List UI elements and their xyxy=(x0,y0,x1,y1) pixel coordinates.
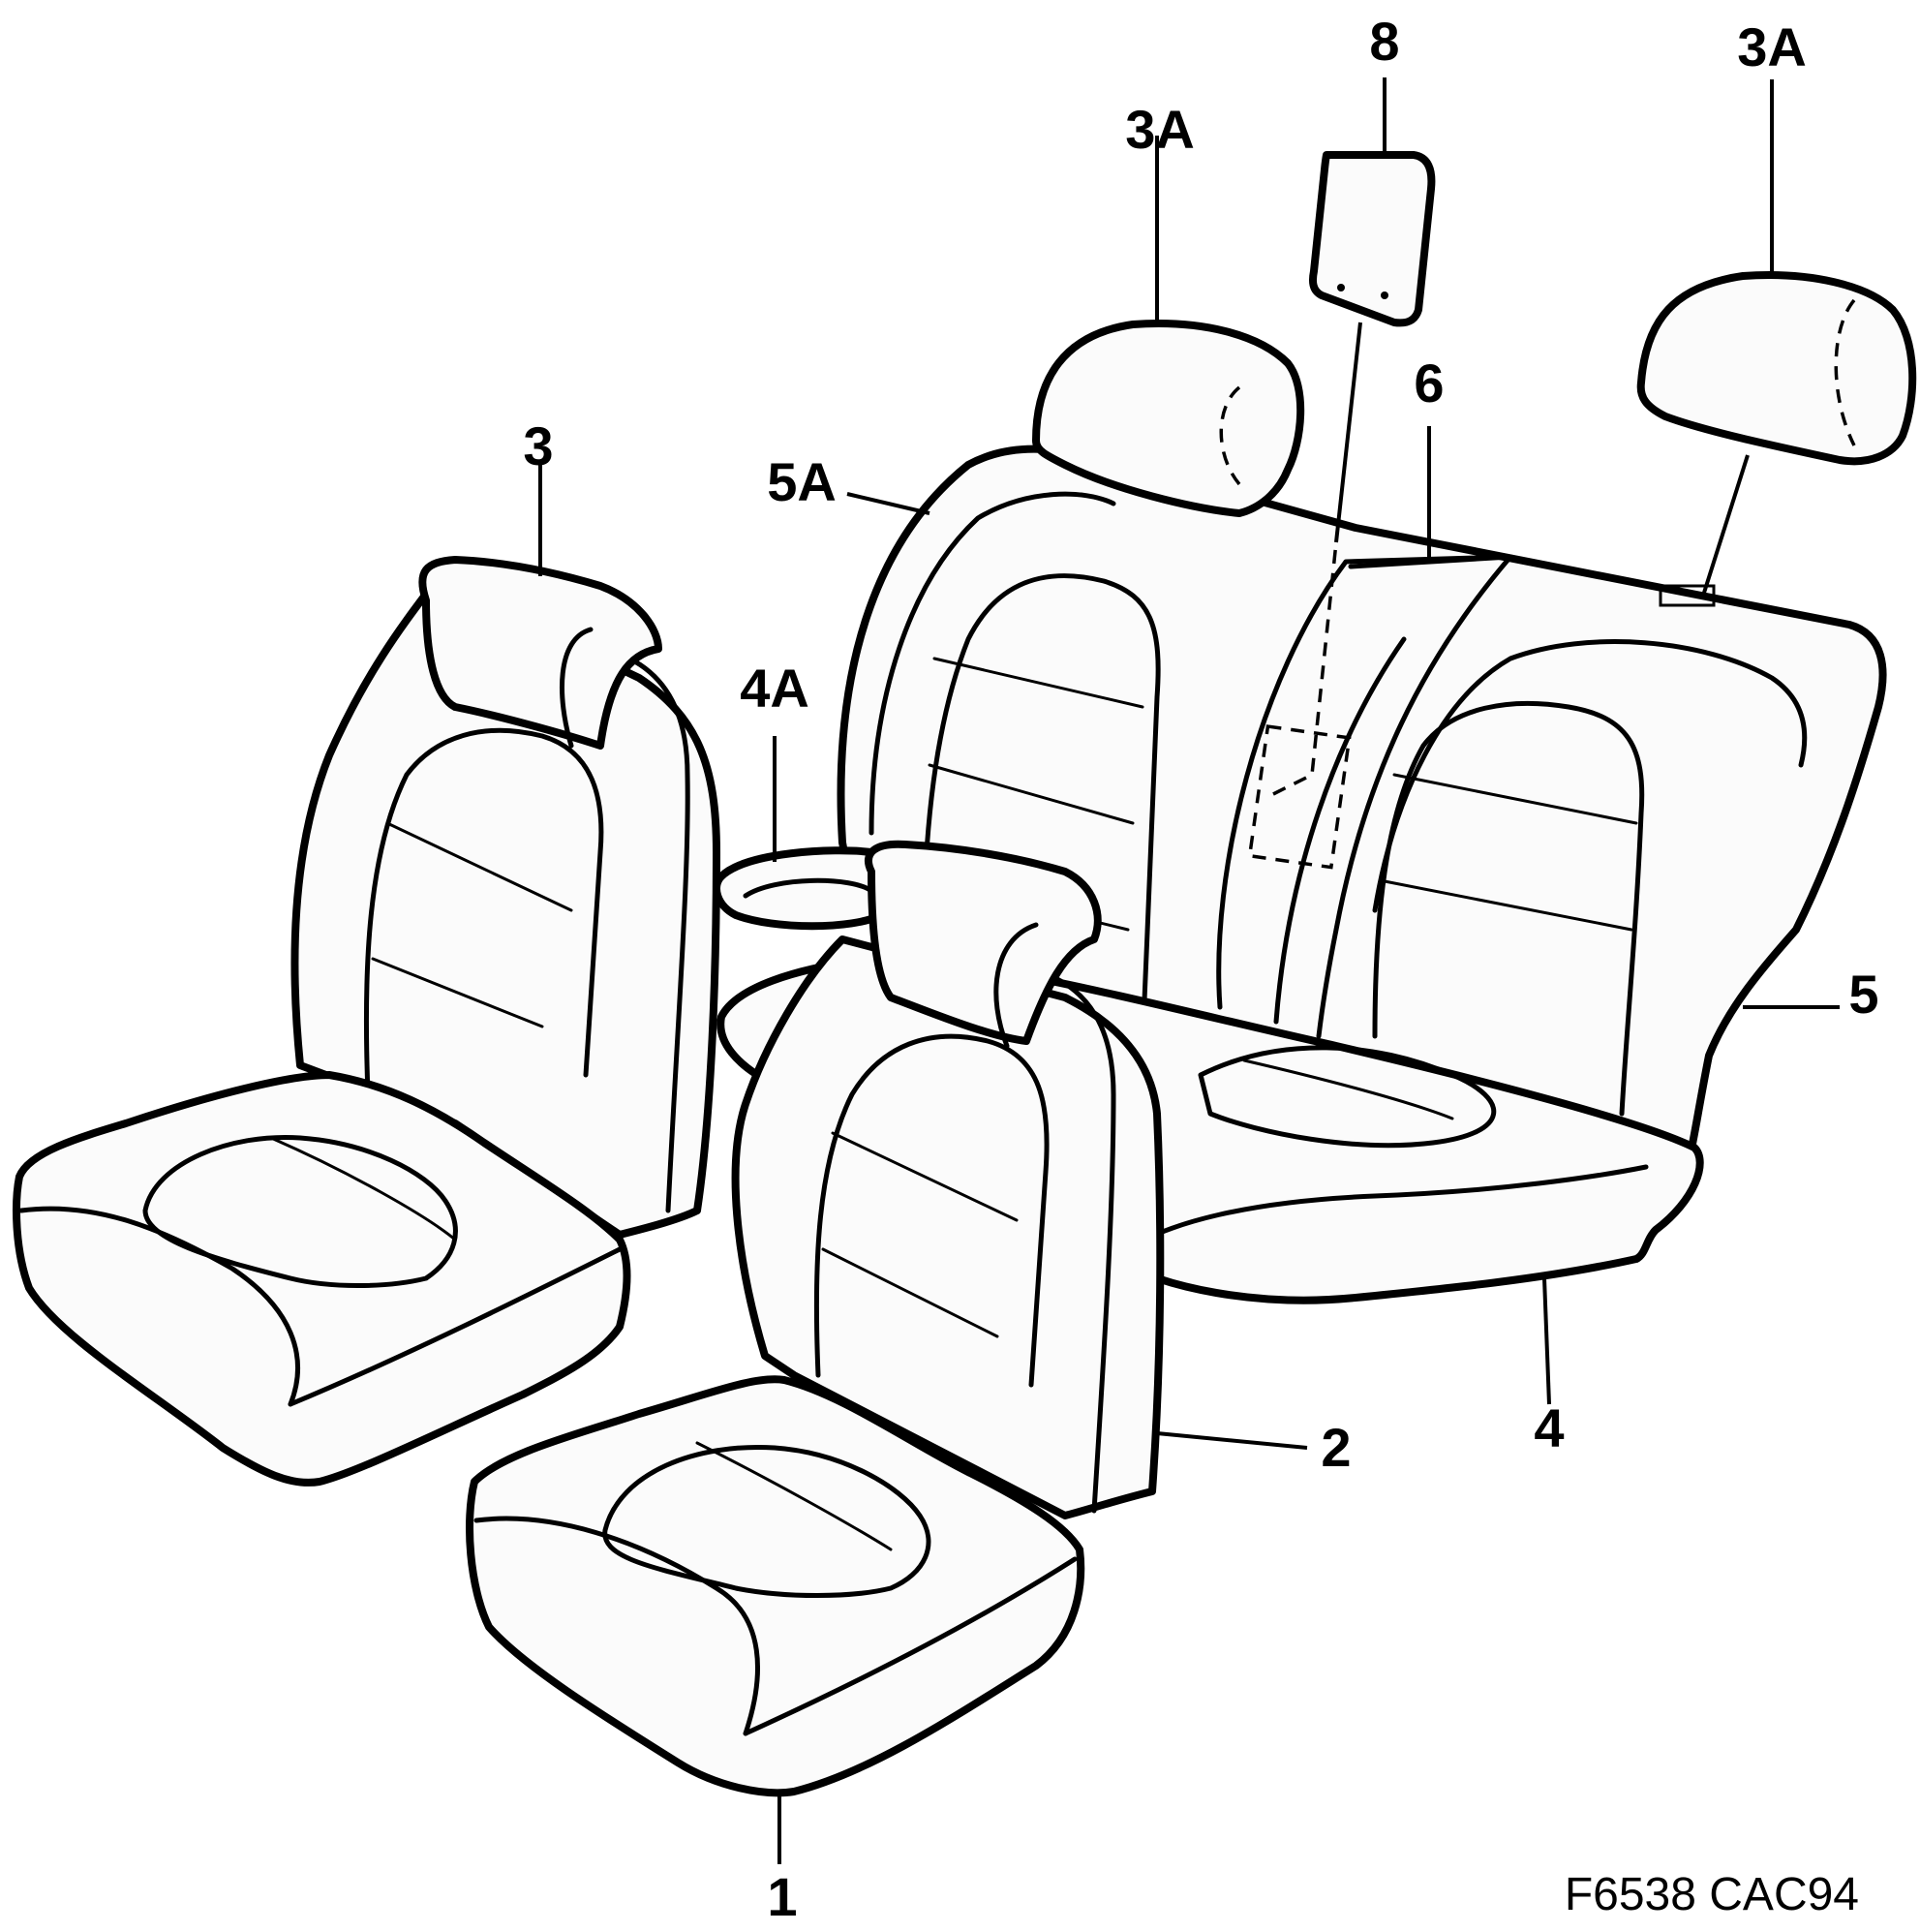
leader-lines xyxy=(538,77,1840,1864)
reference-code: F6538 CAC94 xyxy=(1565,1869,1859,1920)
callout-4: 4 xyxy=(1534,1397,1564,1458)
callout-6: 6 xyxy=(1414,353,1444,414)
callout-3a-right: 3A xyxy=(1737,16,1807,77)
callout-5a: 5A xyxy=(767,451,837,512)
callout-labels: 8 3A 3A 6 3 5A 4A 5 2 4 1 F6538 CAC94 xyxy=(523,11,1878,1927)
front-right-seat xyxy=(466,840,1165,1797)
headrest-rear-right xyxy=(1636,271,1917,466)
rear-backrest xyxy=(837,445,1887,1161)
callout-4a: 4A xyxy=(740,658,809,719)
callout-2: 2 xyxy=(1321,1417,1351,1478)
front-left-seat xyxy=(13,556,720,1487)
callout-1: 1 xyxy=(767,1866,797,1927)
callout-5: 5 xyxy=(1848,964,1878,1025)
callout-8: 8 xyxy=(1369,11,1399,72)
callout-3: 3 xyxy=(523,415,553,476)
callout-3a-center: 3A xyxy=(1125,99,1195,160)
headrest-rear-center xyxy=(1032,320,1305,517)
center-pad xyxy=(1309,151,1436,327)
